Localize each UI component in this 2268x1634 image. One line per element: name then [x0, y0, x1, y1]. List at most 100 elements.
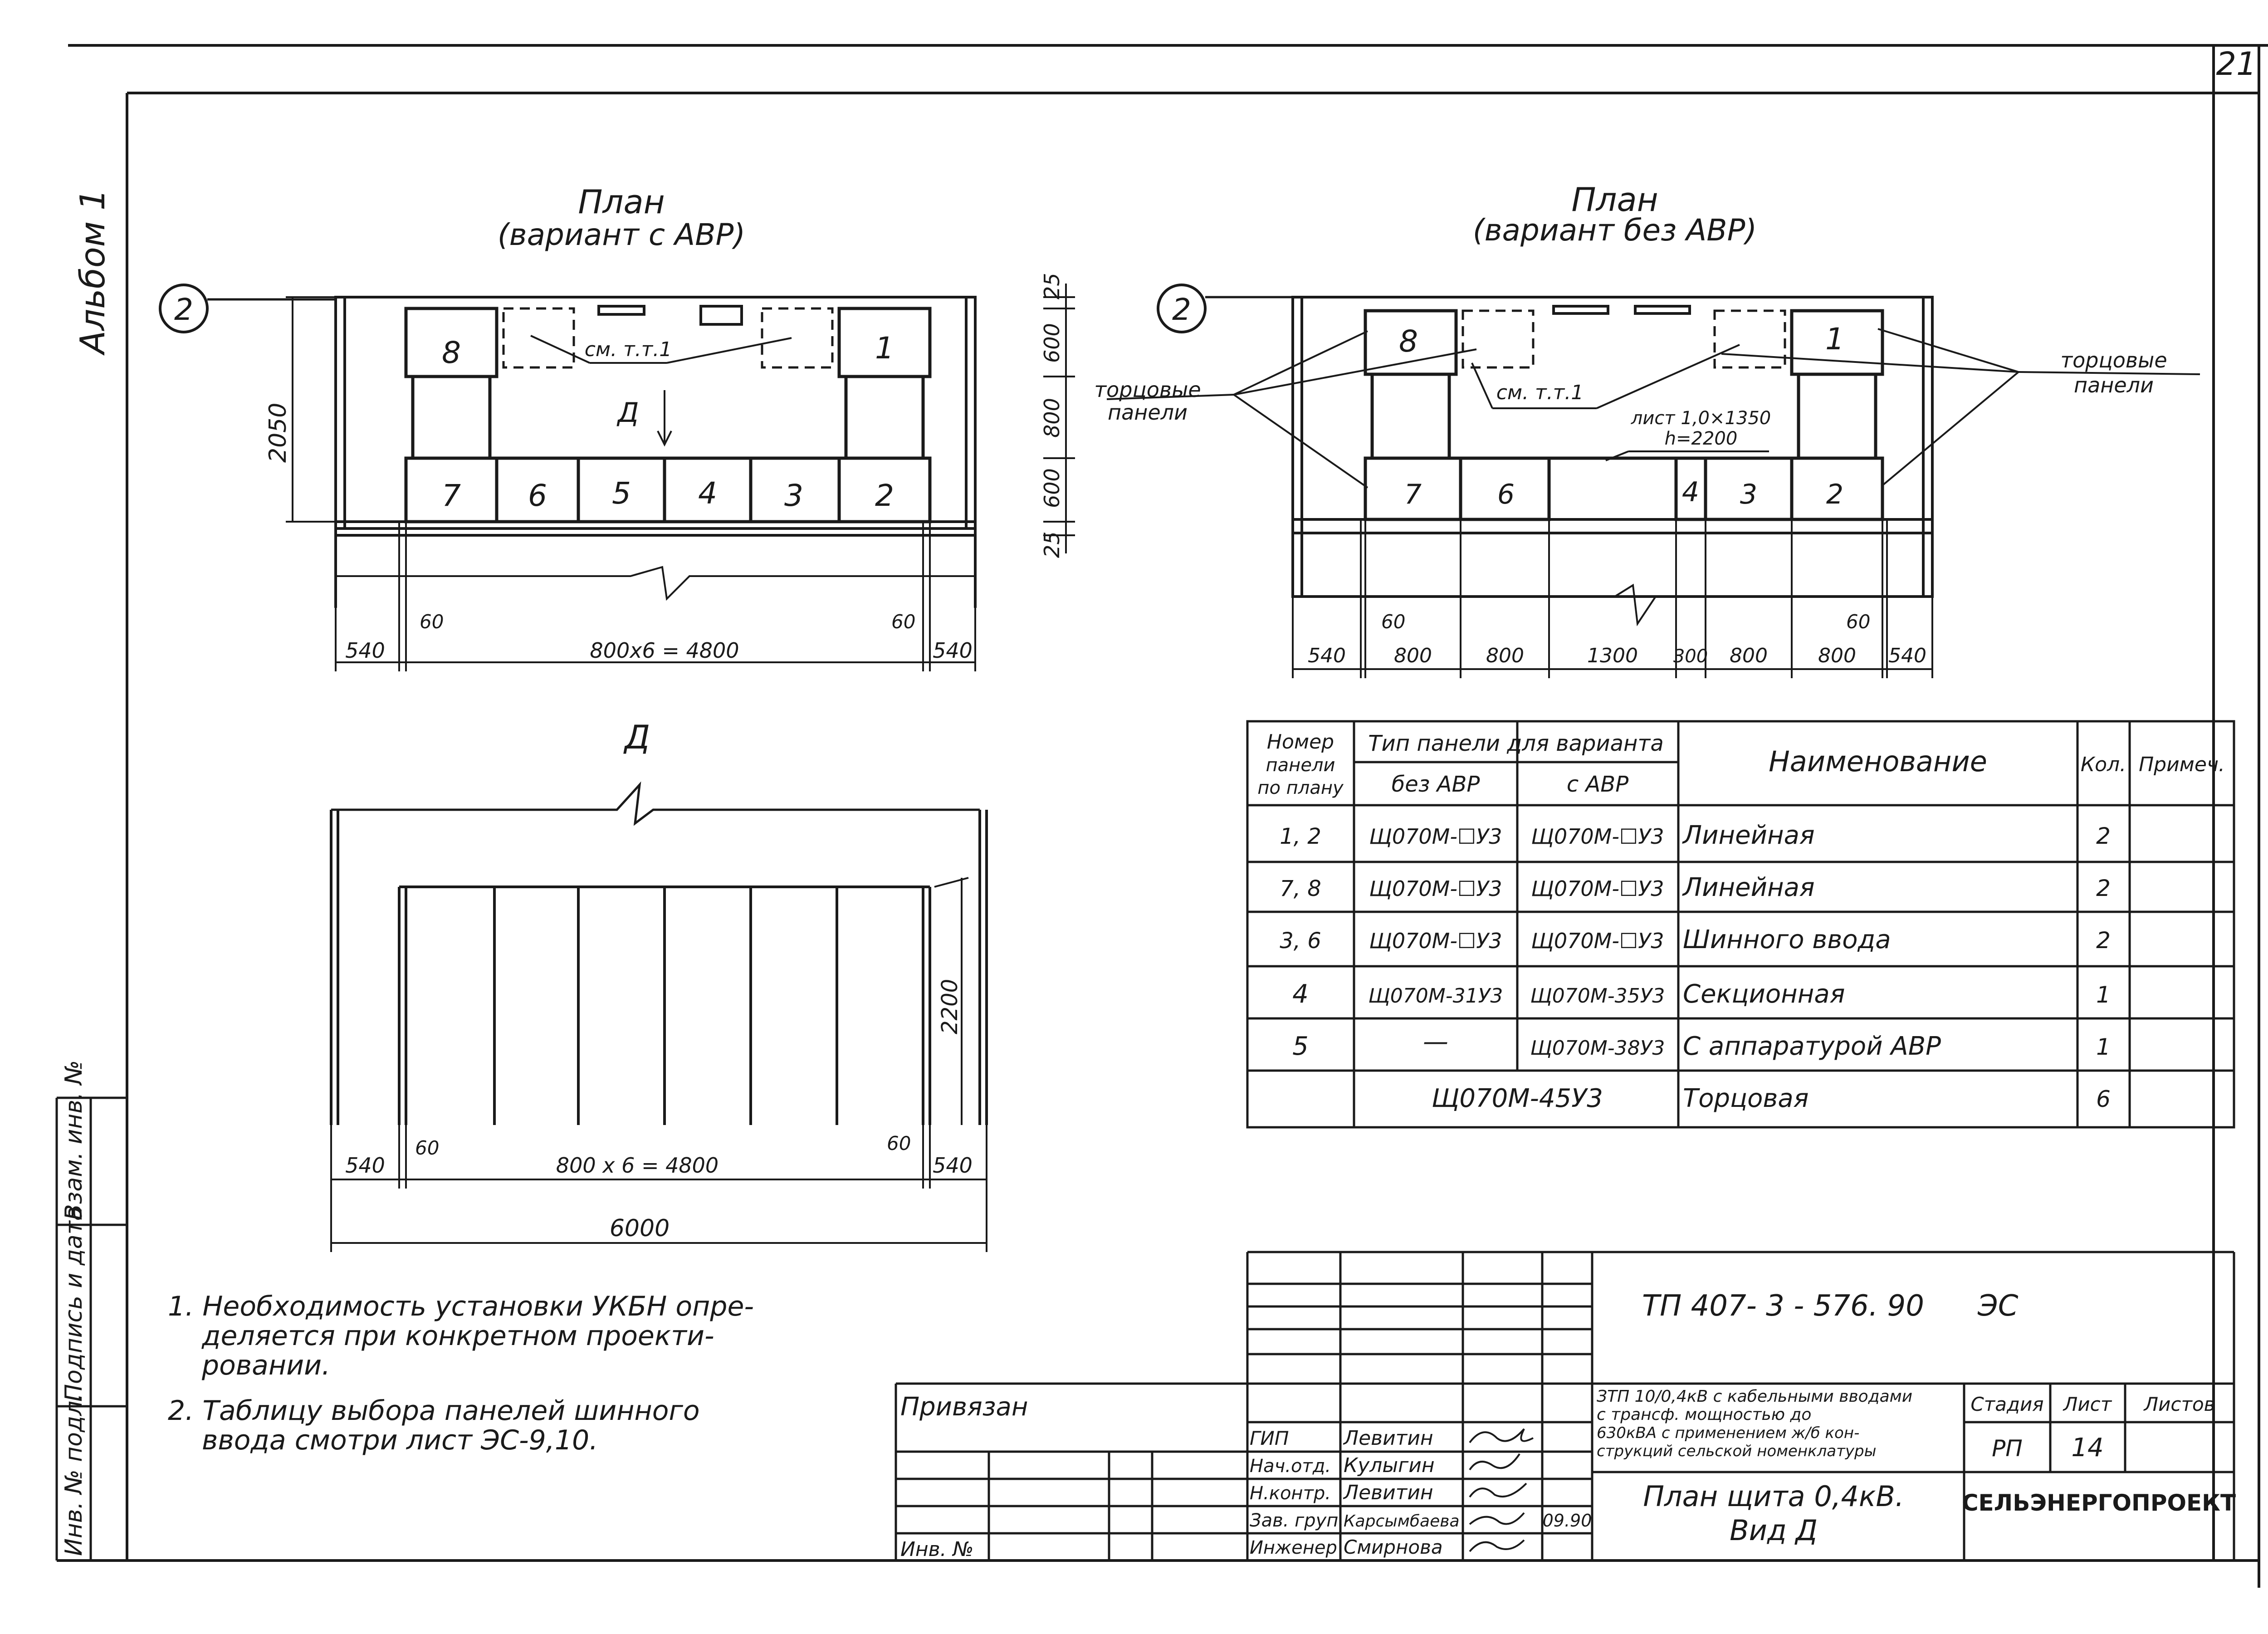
- plan-no-avr-title: План: [1571, 181, 1658, 219]
- stamp-podpis-data: Подпись и дата: [60, 1206, 88, 1402]
- plan-avr-ref-note: см. т.т.1: [585, 338, 672, 361]
- sheet-title-1: План щита 0,4кВ.: [1643, 1480, 1904, 1513]
- plan-no-avr-dim-800-3: 800: [1730, 644, 1768, 667]
- plan-no-avr-dim-800-4: 800: [1818, 644, 1856, 667]
- end-panels-left-1: торцовые: [1094, 377, 1201, 402]
- cell-name: Секционная: [1683, 979, 1845, 1009]
- plan-no-avr-panel-4: 4: [1682, 476, 1699, 508]
- plan-avr-dim-540-right: 540: [933, 638, 973, 663]
- axis-marker: [159, 284, 209, 333]
- cell-num: 4: [1292, 979, 1309, 1009]
- view-d-dim-540-right: 540: [933, 1153, 973, 1178]
- cell-no-avr: Щ070М-☐У3: [1369, 824, 1502, 849]
- plan-avr-view-arrow: Д: [616, 397, 639, 429]
- view-d: Д 2200: [330, 718, 988, 1252]
- name-nach-otd: Кулыгин: [1344, 1454, 1435, 1477]
- table-row: 5 — Щ070М-38У3 С аппаратурой АВР 1: [1292, 1027, 2111, 1061]
- organization: СЕЛЬЭНЕРГОПРОЕКТ: [1962, 1490, 2236, 1516]
- plan-avr-panel-5: 5: [612, 476, 631, 511]
- cell-avr: Щ070М-☐У3: [1531, 929, 1664, 953]
- sheet-value: 14: [2071, 1433, 2103, 1463]
- th-name: Наименование: [1769, 745, 1987, 778]
- plan-no-avr-panel-6: 6: [1497, 479, 1515, 510]
- cell-no-avr: Щ070М-☐У3: [1369, 876, 1502, 901]
- th-note: Примеч.: [2139, 753, 2225, 776]
- plan-no-avr-dim-540-right: 540: [1888, 644, 1926, 667]
- note-line-1: 1. Необходимость установки УКБН опре-: [168, 1291, 754, 1322]
- album-label: Альбом 1: [73, 189, 112, 356]
- th-number-3: по плану: [1257, 778, 1344, 798]
- view-d-dim-6000: 6000: [610, 1215, 670, 1242]
- th-type-group: Тип панели для варианта: [1368, 731, 1664, 756]
- title-block: Привязан Инв. № ТП 407- 3 - 576. 90 ЭС Г…: [894, 1251, 2236, 1561]
- description-line-3: 630кВА с применением ж/б кон-: [1597, 1424, 1859, 1442]
- cell-avr: Щ070М-38У3: [1530, 1037, 1665, 1060]
- sheet-label: Лист: [2063, 1393, 2112, 1415]
- plan-no-avr-dim-800-2: 800: [1486, 644, 1524, 667]
- note-line-5: ввода смотри лист ЭС-9,10.: [202, 1424, 598, 1456]
- cell-qty: 2: [2096, 823, 2111, 849]
- doc-suffix: ЭС: [1977, 1289, 2019, 1323]
- table-row: 4 Щ070М-31У3 Щ070М-35У3 Секционная 1: [1292, 979, 2111, 1009]
- name-n-kontr: Левитин: [1343, 1481, 1433, 1504]
- view-d-dim-4800: 800 х 6 = 4800: [556, 1153, 719, 1178]
- plan-avr-dim-25-bottom: 25: [1040, 531, 1064, 558]
- plan-avr-dim-60-right: 60: [891, 611, 915, 633]
- plan-no-avr-subtitle: (вариант без АВР): [1473, 213, 1757, 248]
- role-nach-otd: Нач.отд.: [1250, 1456, 1331, 1477]
- plan-no-avr-dim-800-1: 800: [1394, 644, 1432, 667]
- cell-num: 7, 8: [1280, 876, 1321, 901]
- plan-no-avr-dim-300: 300: [1673, 646, 1708, 667]
- plan-avr-dim-4800: 800х6 = 4800: [590, 638, 739, 663]
- table-row: 3, 6 Щ070М-☐У3 Щ070М-☐У3 Шинного ввода 2: [1280, 925, 2111, 954]
- end-panels-right-2: панели: [2074, 373, 2154, 397]
- cell-name: Линейная: [1682, 873, 1815, 902]
- cell-no-avr: Щ070М-31У3: [1369, 984, 1503, 1008]
- view-d-title: Д: [623, 718, 650, 756]
- plan-avr-dim-25-top: 25: [1040, 273, 1064, 299]
- cell-avr: Щ070М-☐У3: [1531, 824, 1664, 849]
- sheets-label: Листов: [2143, 1393, 2215, 1415]
- plan-no-avr-dim-60-left: 60: [1381, 611, 1405, 633]
- axis-marker-2: [1157, 284, 1207, 333]
- name-zav-grup: Карсымбаева: [1344, 1512, 1460, 1531]
- date: 09.90: [1543, 1511, 1592, 1531]
- table-row: Щ070М-45У3 Торцовая 6: [1432, 1084, 2111, 1113]
- axis-label: 2: [174, 292, 193, 327]
- cell-avr: Щ070М-☐У3: [1531, 876, 1664, 901]
- plan-avr-dim-600-bottom: 600: [1040, 468, 1064, 508]
- th-avr: с АВР: [1567, 772, 1628, 797]
- cell-name: С аппаратурой АВР: [1683, 1032, 1941, 1061]
- role-gip: ГИП: [1250, 1427, 1289, 1449]
- plan-no-avr-panel-2: 2: [1826, 479, 1843, 510]
- sheet-note-2: h=2200: [1665, 428, 1738, 449]
- end-panels-left-2: панели: [1108, 400, 1188, 425]
- cell-no-avr: —: [1423, 1027, 1448, 1057]
- plan-avr-subtitle: (вариант с АВР): [498, 217, 745, 252]
- th-qty: Кол.: [2081, 753, 2126, 776]
- table-row: 7, 8 Щ070М-☐У3 Щ070М-☐У3 Линейная 2: [1280, 873, 2111, 902]
- plan-no-avr-panel-3: 3: [1740, 479, 1757, 510]
- cell-no-avr: Щ070М-☐У3: [1369, 929, 1502, 953]
- description-line-1: ЗТП 10/0,4кВ с кабельными вводами: [1597, 1387, 1912, 1406]
- description-line-2: с трансф. мощностью до: [1597, 1405, 1811, 1424]
- view-d-dim-60-left: 60: [415, 1137, 439, 1159]
- plan-avr-panel-1: 1: [875, 331, 894, 366]
- stamp-vzam-inv: Взам. инв. №: [60, 1060, 88, 1220]
- cell-qty: 1: [2096, 982, 2111, 1008]
- plan-avr-panel-4: 4: [698, 476, 717, 511]
- role-inzhener: Инженер: [1250, 1537, 1337, 1558]
- sheet-frame: [57, 44, 2268, 1588]
- view-d-dim-540-left: 540: [345, 1153, 385, 1178]
- doc-code: ТП 407- 3 - 576. 90: [1642, 1289, 1924, 1323]
- sheet-title-2: Вид Д: [1730, 1514, 1818, 1547]
- plan-no-avr-panel-7: 7: [1404, 479, 1422, 510]
- cell-name: Шинного ввода: [1683, 925, 1891, 954]
- cell-no-avr: Щ070М-45У3: [1432, 1084, 1603, 1113]
- plan-avr-dim-60-left: 60: [420, 611, 444, 633]
- plan-avr-dim-800: 800: [1040, 398, 1064, 438]
- sheet-number-box: 21: [2216, 45, 2256, 83]
- plan-avr-dim-2050: 2050: [264, 403, 292, 463]
- plan-avr-panel-2: 2: [875, 478, 894, 513]
